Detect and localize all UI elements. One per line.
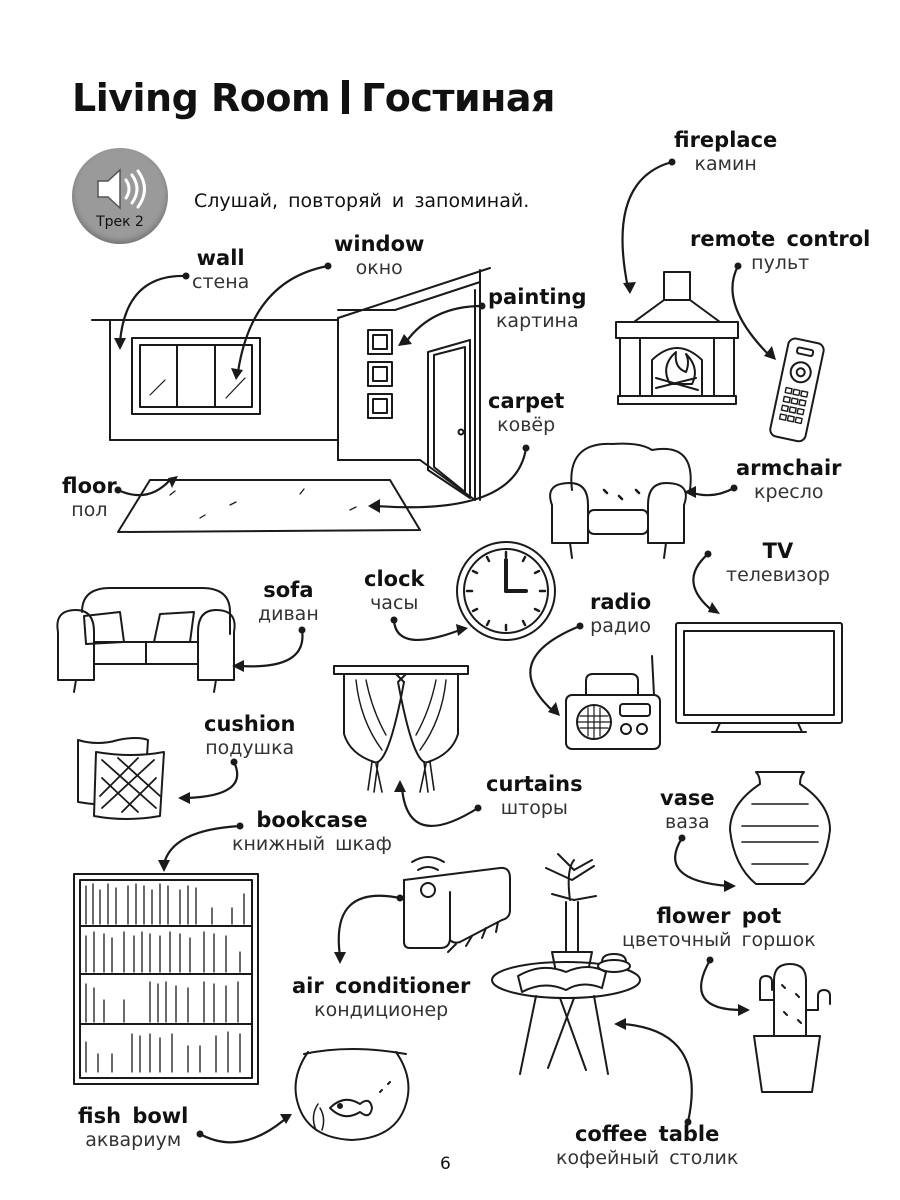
cushion-illustration bbox=[77, 737, 165, 820]
label-en: coffee table bbox=[574, 1122, 720, 1146]
label-en: window bbox=[334, 232, 425, 256]
cactus-illustration bbox=[753, 963, 831, 1093]
label-en: curtains bbox=[486, 772, 583, 796]
label-ru: телевизор bbox=[726, 564, 830, 587]
instruction-text: Слушай, повторяй и запоминай. bbox=[194, 190, 530, 212]
fish-bowl-illustration bbox=[294, 1048, 410, 1141]
label-ru: стена bbox=[192, 271, 250, 294]
title-english: Living Room bbox=[72, 76, 331, 120]
curtains-illustration bbox=[333, 665, 469, 793]
label-cushion: cushion подушка bbox=[204, 712, 295, 760]
label-ru: часы bbox=[370, 592, 419, 615]
label-ru: подушка bbox=[205, 737, 295, 760]
label-ru: камин bbox=[694, 153, 757, 176]
label-en: cushion bbox=[204, 712, 296, 736]
clock-illustration bbox=[456, 541, 556, 641]
label-sofa: sofa диван bbox=[258, 578, 319, 626]
paintings-shape bbox=[367, 329, 393, 419]
label-ru: цветочный горшок bbox=[622, 929, 816, 952]
plant-illustration bbox=[545, 853, 597, 973]
label-ru: окно bbox=[355, 257, 403, 280]
label-ru: аквариум bbox=[85, 1129, 182, 1152]
vase-illustration bbox=[729, 771, 831, 885]
label-en: fireplace bbox=[674, 128, 778, 152]
label-en: TV bbox=[762, 539, 794, 563]
label-en: painting bbox=[488, 285, 587, 309]
label-armchair: armchair кресло bbox=[736, 456, 842, 504]
radio-illustration bbox=[565, 655, 661, 750]
label-ru: пульт bbox=[751, 252, 810, 275]
label-ru: ковёр bbox=[497, 414, 556, 437]
coffee-table-illustration bbox=[491, 953, 641, 1075]
title-russian: Гостиная bbox=[361, 76, 555, 120]
label-ru: шторы bbox=[500, 797, 568, 820]
label-en: bookcase bbox=[256, 808, 368, 832]
label-coffee-table: coffee table кофейный столик bbox=[556, 1122, 738, 1170]
label-ru: диван bbox=[258, 603, 319, 626]
label-en: radio bbox=[590, 590, 652, 614]
label-ru: ваза bbox=[665, 811, 710, 834]
label-ru: книжный шкаф bbox=[232, 833, 392, 856]
label-wall: wall стена bbox=[192, 246, 249, 294]
label-air-conditioner: air conditioner кондиционер bbox=[292, 974, 470, 1022]
label-fireplace: fireplace камин bbox=[674, 128, 777, 176]
page-number: 6 bbox=[440, 1154, 451, 1174]
label-ru: кондиционер bbox=[314, 999, 449, 1022]
label-curtains: curtains шторы bbox=[486, 772, 583, 820]
fireplace-illustration bbox=[615, 271, 739, 405]
label-fish-bowl: fish bowl аквариум bbox=[78, 1104, 188, 1152]
carpet-shape bbox=[117, 479, 421, 533]
label-painting: painting картина bbox=[488, 285, 587, 333]
label-en: fish bowl bbox=[78, 1104, 189, 1128]
label-ru: кресло bbox=[754, 481, 824, 504]
label-radio: radio радио bbox=[590, 590, 651, 638]
label-window: window окно bbox=[334, 232, 424, 280]
label-en: carpet bbox=[488, 389, 565, 413]
label-en: armchair bbox=[736, 456, 842, 480]
label-en: flower pot bbox=[656, 904, 782, 928]
page-title: Living Room Гостиная bbox=[72, 76, 555, 120]
label-remote-control: remote control пульт bbox=[690, 227, 870, 275]
armchair-illustration bbox=[549, 442, 692, 559]
tv-illustration bbox=[675, 622, 843, 733]
label-en: floor bbox=[62, 474, 117, 498]
label-ru: радио bbox=[590, 615, 651, 638]
label-en: clock bbox=[364, 567, 425, 591]
label-en: air conditioner bbox=[292, 974, 471, 998]
door-shape bbox=[427, 339, 471, 499]
label-flower-pot: flower pot цветочный горшок bbox=[622, 904, 816, 952]
label-bookcase: bookcase книжный шкаф bbox=[232, 808, 392, 856]
pointer-arrows bbox=[114, 158, 776, 1144]
speaker-icon bbox=[97, 168, 146, 210]
remote-control-illustration bbox=[769, 337, 825, 443]
window-shape bbox=[131, 337, 261, 415]
track-label: Трек 2 bbox=[96, 214, 144, 230]
label-ru: пол bbox=[71, 499, 108, 522]
sofa-illustration bbox=[56, 587, 236, 693]
label-en: remote control bbox=[690, 227, 871, 251]
title-separator bbox=[342, 80, 350, 114]
bookcase-illustration bbox=[73, 873, 259, 1085]
label-ru: картина bbox=[495, 310, 579, 333]
air-conditioner-illustration bbox=[403, 856, 511, 953]
label-carpet: carpet ковёр bbox=[488, 389, 564, 437]
label-tv: TV телевизор bbox=[726, 539, 830, 587]
label-en: sofa bbox=[263, 578, 314, 602]
label-floor: floor пол bbox=[62, 474, 117, 522]
label-vase: vase ваза bbox=[660, 786, 715, 834]
label-en: vase bbox=[660, 786, 715, 810]
label-clock: clock часы bbox=[364, 567, 425, 615]
label-ru: кофейный столик bbox=[556, 1147, 739, 1170]
audio-track-button[interactable]: Трек 2 bbox=[72, 148, 168, 244]
label-en: wall bbox=[196, 246, 245, 270]
